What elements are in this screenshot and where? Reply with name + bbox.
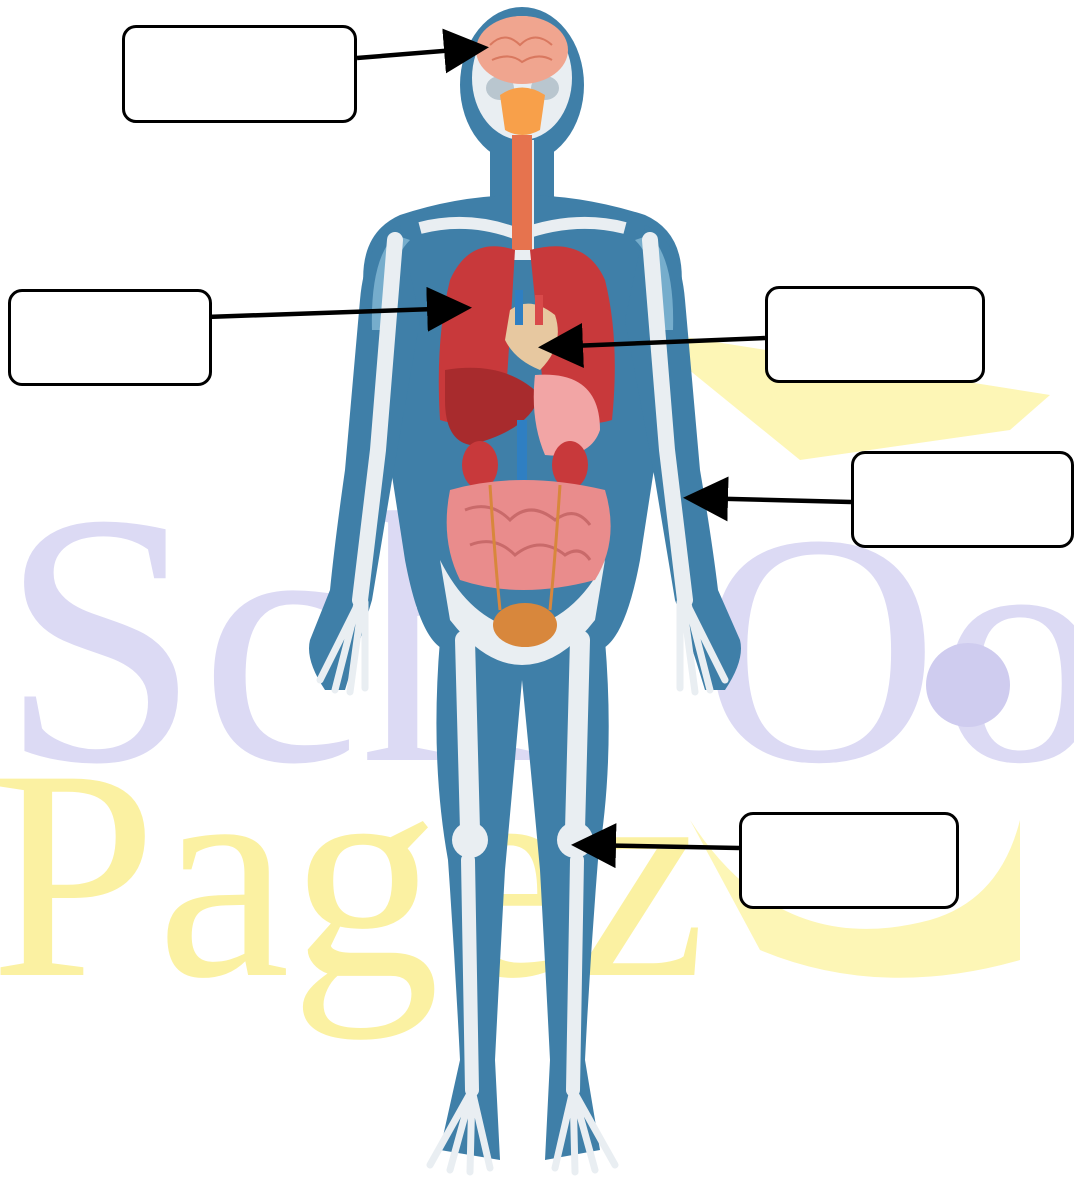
arrow-arm bbox=[692, 498, 851, 502]
label-box-lungs[interactable] bbox=[8, 289, 212, 386]
arrow-lungs bbox=[206, 308, 463, 317]
label-box-arm[interactable] bbox=[851, 451, 1074, 548]
arrow-heart bbox=[547, 338, 765, 347]
arrow-knee bbox=[580, 845, 739, 848]
label-box-heart[interactable] bbox=[765, 286, 985, 383]
arrow-brain bbox=[357, 48, 480, 58]
label-box-knee[interactable] bbox=[739, 812, 959, 909]
label-box-brain[interactable] bbox=[122, 25, 357, 123]
